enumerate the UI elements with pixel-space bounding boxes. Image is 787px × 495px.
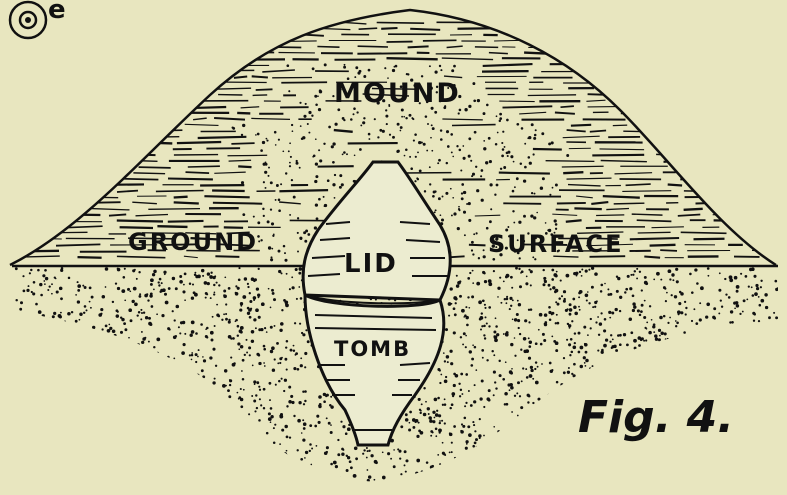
figure-caption: Fig. 4. [578,392,734,443]
label-surface: SURFACE [488,230,623,258]
label-lid: LID [344,249,398,279]
corner-ornament-icon [10,2,46,38]
label-tomb: TOMB [334,337,411,361]
label-mound: MOUND [334,78,461,109]
corner-letter: e [48,0,68,25]
label-ground: GROUND [128,228,258,256]
lid-shape [303,162,450,300]
